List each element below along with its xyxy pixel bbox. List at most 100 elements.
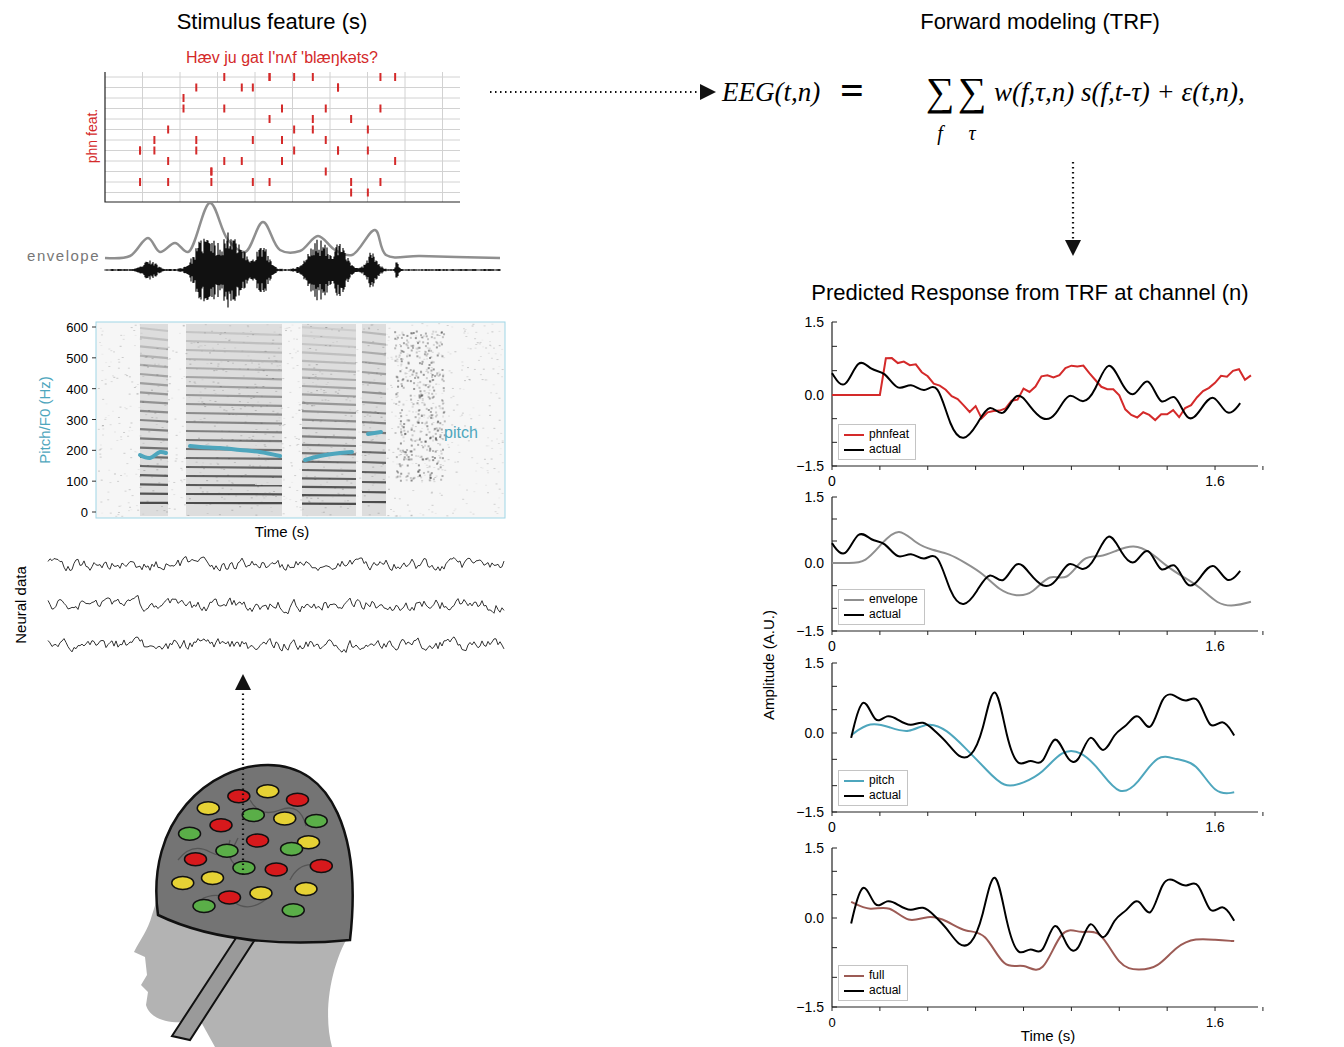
spectrogram-speckle	[444, 420, 446, 422]
spectrogram-speckle	[498, 507, 500, 508]
spectrogram-speckle	[425, 333, 427, 335]
spectrogram-speckle	[118, 423, 120, 424]
spectrogram-speckle	[394, 331, 396, 333]
spectrogram-speckle	[101, 480, 103, 481]
spectrogram-speckle	[99, 342, 101, 343]
harmonic-line	[362, 491, 386, 493]
spectrogram-speckle	[447, 352, 449, 353]
spectrogram-speckle	[412, 411, 414, 412]
harmonic-line	[140, 328, 168, 331]
harmonic-line	[186, 386, 282, 388]
spectrogram-speckle	[434, 428, 436, 430]
spectrogram-speckle	[98, 388, 100, 389]
spectrogram-speckle	[296, 339, 298, 340]
harmonic-line	[186, 395, 282, 397]
spectrogram-speckle	[427, 395, 429, 396]
grid-line	[105, 98, 460, 99]
spectrogram-speckle	[410, 439, 412, 441]
spectrogram-speckle	[426, 449, 428, 451]
spectrogram-speckle	[401, 409, 403, 411]
grid-line	[105, 171, 460, 172]
spectrogram-speckle	[136, 505, 138, 506]
spectrogram-speckle	[493, 348, 495, 349]
electrode	[185, 853, 207, 866]
harmonic-line	[140, 493, 168, 495]
harmonic-line	[302, 494, 356, 496]
spectrogram-speckle	[388, 336, 390, 337]
axis-line	[832, 811, 1258, 812]
spectrogram-speckle	[441, 355, 443, 357]
grid-line	[105, 182, 460, 183]
spectrogram-speckle	[448, 447, 450, 448]
spectrogram-speckle	[443, 333, 445, 335]
spectrogram-speckle	[437, 421, 439, 423]
legend-line	[844, 449, 864, 451]
axis-tick	[1071, 466, 1072, 470]
spectrogram-speckle	[436, 439, 438, 441]
spectrogram-speckle	[415, 335, 417, 336]
spectrogram-speckle	[131, 381, 133, 382]
feature-event	[379, 178, 381, 186]
feature-event	[367, 147, 369, 155]
harmonic-line	[302, 420, 356, 422]
feature-event	[269, 73, 271, 81]
equation-sign: =	[840, 69, 864, 111]
axis-tick	[879, 466, 880, 470]
spectrogram-speckle	[403, 441, 405, 442]
legend-row: envelope	[843, 592, 918, 607]
spectrogram-speckle	[418, 351, 420, 352]
spectrogram-speckle	[441, 432, 443, 433]
spectrogram-speckle	[120, 335, 122, 336]
spectrogram-speckle	[430, 373, 432, 374]
axis-tick	[92, 450, 96, 451]
spectrogram-speckle	[482, 379, 484, 380]
spectrogram-speckle	[403, 458, 405, 460]
tick-label: 0.0	[805, 726, 824, 740]
tick-label: −1.5	[796, 459, 824, 473]
harmonic-line	[186, 368, 282, 370]
spectrogram-speckle	[435, 433, 437, 435]
axis-tick	[832, 346, 837, 347]
spectrogram-speckle	[407, 341, 409, 343]
electrode	[219, 891, 241, 904]
spectrogram-speckle	[432, 505, 434, 506]
spectrogram-speckle	[398, 455, 400, 456]
spectrogram-speckle	[432, 459, 434, 461]
spectrogram-speckle	[428, 445, 430, 447]
spectrogram-speckle	[431, 492, 433, 493]
spectrogram-speckle	[441, 469, 443, 470]
spectrogram-speckle	[410, 450, 412, 452]
axis-tick	[879, 812, 880, 816]
spectrogram-speckle	[98, 471, 100, 472]
spectrogram-speckle	[454, 462, 456, 463]
spectrogram-speckle	[171, 398, 173, 399]
spectrogram-speckle	[413, 404, 415, 405]
spectrogram-speckle	[175, 448, 177, 449]
spectrogram-speckle	[451, 326, 453, 327]
spectrogram-speckle	[129, 376, 131, 377]
axis-tick	[1071, 631, 1072, 635]
spectrogram-speckle	[401, 360, 403, 362]
tick-label: 500	[66, 351, 88, 364]
spectrogram-speckle	[433, 422, 435, 423]
feature-event	[252, 136, 254, 144]
spectrogram-speckle	[469, 380, 471, 381]
spectrogram-speckle	[408, 458, 410, 460]
spectrogram-speckle	[135, 386, 137, 387]
spectrogram-speckle	[293, 349, 295, 350]
phoneme-feature-grid	[105, 72, 460, 202]
spectrogram-speckle	[486, 445, 488, 446]
spectrogram-speckle	[413, 382, 415, 384]
spectrogram-speckle	[489, 415, 491, 416]
spectrogram-speckle	[137, 510, 139, 511]
spectrogram-speckle	[394, 360, 396, 362]
spectrogram-speckle	[435, 451, 437, 453]
spectrogram-speckle	[428, 509, 430, 510]
spectrogram-speckle	[179, 432, 181, 433]
spectrogram-speckle	[289, 445, 291, 446]
spectrogram-speckle	[130, 457, 132, 458]
spectrogram-speckle	[498, 497, 500, 498]
spectrogram-speckle	[168, 508, 170, 509]
spectrogram-speckle	[118, 506, 120, 507]
pitch-contour	[190, 446, 280, 456]
